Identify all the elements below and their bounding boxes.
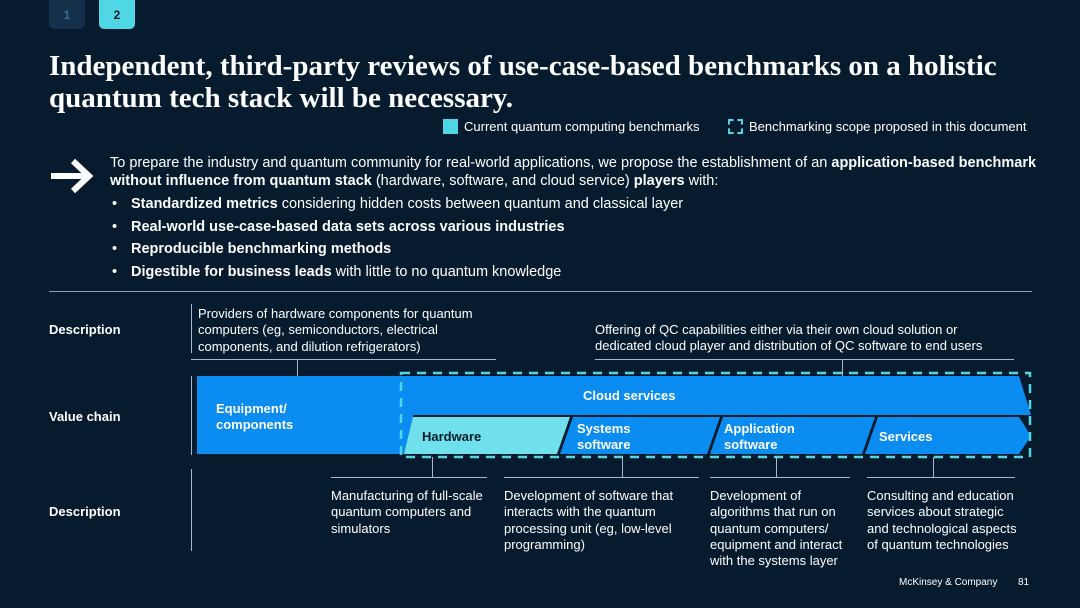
connector-tick: [432, 457, 433, 477]
page-tab-1[interactable]: 1: [49, 0, 85, 29]
connector-tick: [776, 457, 777, 477]
cloud-services-label: Cloud services: [583, 388, 676, 403]
bracket-line: [191, 469, 192, 551]
row-label-description-bottom: Description: [49, 504, 121, 519]
connector-line: [331, 477, 487, 478]
connector-tick: [842, 359, 843, 376]
hardware-label: Hardware: [422, 429, 482, 444]
connector-line: [710, 477, 850, 478]
hardware-block: [404, 417, 570, 454]
connector-line: [191, 359, 496, 360]
dashed-square-icon: [728, 119, 743, 134]
list-item: Digestible for business leads with littl…: [110, 261, 1040, 284]
cyan-square-icon: [443, 119, 458, 134]
description-application-software: Development of algorithms that run on qu…: [710, 488, 843, 569]
list-item: Standardized metrics considering hidden …: [110, 193, 1040, 216]
equipment-label: Equipment/ components: [216, 401, 294, 432]
application-software-block: [710, 417, 875, 454]
benchmark-criteria-list: Standardized metrics considering hidden …: [110, 193, 1040, 283]
legend-proposed-label: Benchmarking scope proposed in this docu…: [749, 119, 1027, 134]
systems-software-block: [560, 417, 720, 454]
connector-tick: [297, 359, 298, 376]
services-label: Services: [879, 429, 933, 444]
description-hardware: Manufacturing of full-scale quantum comp…: [331, 488, 483, 536]
footer-page-number: 81: [1018, 577, 1030, 588]
connector-line: [867, 477, 1015, 478]
list-item: Real-world use-case-based data sets acro…: [110, 216, 1040, 239]
application-software-label: Application software: [724, 421, 795, 452]
legend-current: Current quantum computing benchmarks: [443, 119, 700, 134]
proposed-scope-outline: [399, 371, 1032, 459]
connector-line: [595, 359, 1014, 360]
list-item: Reproducible benchmarking methods: [110, 238, 1040, 261]
description-cloud-services: Offering of QC capabilities either via t…: [595, 322, 983, 354]
description-equipment: Providers of hardware components for qua…: [198, 306, 473, 354]
page-tab-2[interactable]: 2: [99, 0, 135, 29]
systems-software-label: Systems software: [577, 421, 631, 452]
bracket-line: [191, 304, 192, 353]
row-label-value-chain: Value chain: [49, 409, 121, 424]
connector-tick: [622, 457, 623, 477]
legend-current-label: Current quantum computing benchmarks: [464, 119, 700, 134]
footer-source: McKinsey & Company: [899, 577, 998, 588]
connector-line: [504, 477, 699, 478]
cloud-services-block: [401, 376, 1031, 415]
description-services: Consulting and education services about …: [867, 488, 1017, 552]
intro-text: To prepare the industry and quantum comm…: [110, 155, 1037, 189]
value-chain-diagram: [197, 371, 1032, 459]
bracket-line: [191, 376, 192, 455]
services-block: [865, 417, 1031, 454]
page-title: Independent, third-party reviews of use-…: [49, 50, 997, 114]
description-systems-software: Development of software that interacts w…: [504, 488, 674, 552]
connector-tick: [933, 457, 934, 477]
arrow-right-icon: [51, 158, 94, 194]
legend-proposed: Benchmarking scope proposed in this docu…: [728, 119, 1027, 134]
row-label-description-top: Description: [49, 322, 121, 337]
equipment-block: [197, 376, 413, 454]
section-divider: [49, 291, 1032, 292]
